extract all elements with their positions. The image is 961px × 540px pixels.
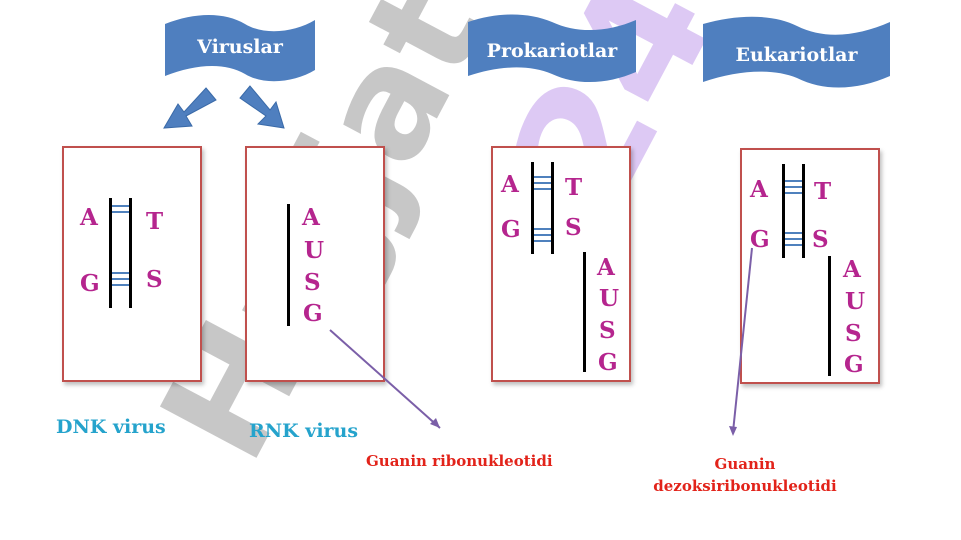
base-a: A — [750, 176, 768, 203]
dna-strand-left — [782, 164, 785, 258]
base-s: S — [812, 226, 829, 253]
box-dna-virus: A T G S — [62, 146, 202, 382]
note-guanine-ribonucleotide: Guanin ribonukleotidi — [366, 452, 553, 470]
base-t: T — [146, 208, 164, 235]
base-t: T — [814, 178, 832, 205]
note-line-1: Guanin — [714, 455, 776, 473]
rung — [112, 278, 129, 280]
flag-prokaryotes: Prokariotlar — [468, 12, 636, 84]
arrow-down-left-icon — [163, 87, 217, 129]
rung — [785, 180, 802, 182]
dna-strand-right — [129, 198, 132, 308]
base-g: G — [501, 216, 521, 243]
rung — [785, 186, 802, 188]
dna-strand-left — [531, 162, 534, 254]
box-rna-virus: A U S G — [245, 146, 385, 382]
base-a: A — [843, 256, 861, 283]
flag-viruses: Viruslar — [165, 10, 315, 82]
rung — [785, 232, 802, 234]
base-s: S — [599, 317, 616, 344]
base-g: G — [844, 351, 864, 378]
pointer-arrowhead-euk-icon — [729, 426, 737, 436]
flag-viruses-label: Viruslar — [197, 36, 283, 58]
rung — [785, 238, 802, 240]
rung — [534, 234, 551, 236]
dna-strand-left — [109, 198, 112, 308]
rung — [112, 211, 129, 213]
base-t: T — [565, 174, 583, 201]
box-eukaryotes: A T G S A U S G — [740, 148, 880, 384]
rung — [534, 228, 551, 230]
dna-strand-right — [551, 162, 554, 254]
flag-eukaryotes-label: Eukariotlar — [735, 44, 858, 66]
flag-eukaryotes: Eukariotlar — [703, 14, 890, 90]
base-s: S — [565, 214, 582, 241]
note-line-2: dezoksiribonukleotidi — [653, 476, 837, 495]
base-u: U — [304, 237, 325, 264]
rung — [534, 182, 551, 184]
caption-rna-virus: RNK virus — [249, 420, 359, 442]
rung — [534, 176, 551, 178]
base-a: A — [597, 254, 615, 281]
rung — [112, 272, 129, 274]
base-a: A — [80, 204, 98, 231]
rna-strand — [287, 204, 290, 326]
base-u: U — [599, 285, 620, 312]
base-g: G — [80, 270, 100, 297]
note-guanine-deoxyribonucleotide: Guanin dezoksiribonukleotidi — [640, 454, 850, 498]
base-g: G — [303, 300, 323, 327]
rung — [785, 192, 802, 194]
rung — [112, 205, 129, 207]
base-g: G — [750, 226, 770, 253]
arrow-down-right-icon — [239, 85, 285, 129]
base-a: A — [501, 171, 519, 198]
flag-prokaryotes-label: Prokariotlar — [486, 40, 618, 62]
pointer-line-rna — [329, 329, 441, 429]
pointer-arrowhead-rna-icon — [430, 418, 440, 428]
dna-strand-right — [802, 164, 805, 258]
rna-strand — [583, 252, 586, 372]
base-s: S — [845, 320, 862, 347]
base-s: S — [304, 269, 321, 296]
base-u: U — [845, 288, 866, 315]
rung — [534, 240, 551, 242]
caption-dna-virus: DNK virus — [56, 416, 166, 438]
rung — [112, 284, 129, 286]
base-g: G — [598, 349, 618, 376]
base-s: S — [146, 266, 163, 293]
rna-strand — [828, 256, 831, 376]
rung — [785, 244, 802, 246]
box-prokaryotes: A T G S A U S G — [491, 146, 631, 382]
pointer-line-euk — [732, 247, 753, 433]
rung — [534, 188, 551, 190]
base-a: A — [302, 204, 320, 231]
